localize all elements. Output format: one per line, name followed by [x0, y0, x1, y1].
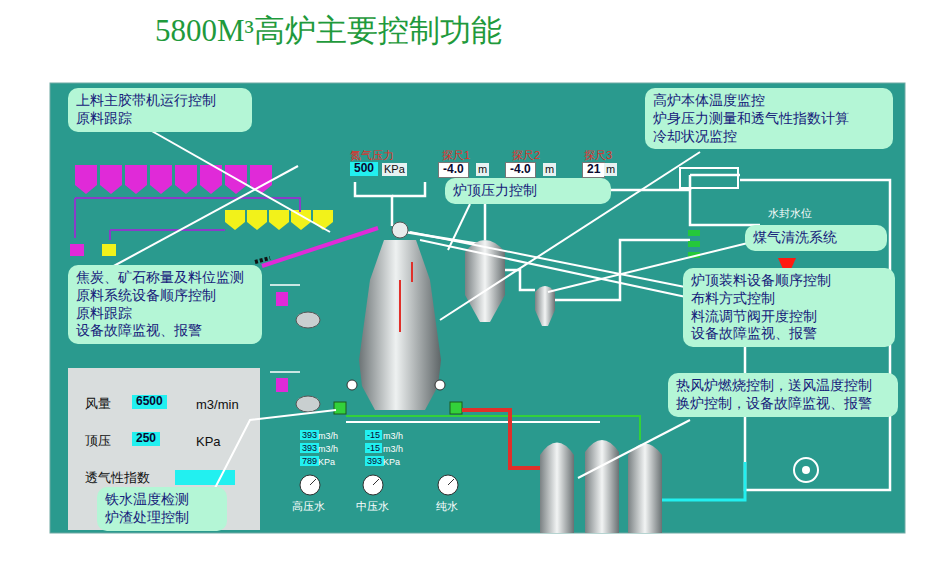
readout-label: 789	[300, 456, 319, 466]
callout-box: 铁水温度检测炉渣处理控制	[97, 487, 227, 531]
readout-label: 透气性指数	[85, 471, 150, 486]
title: 5800M³高炉主要控制功能	[155, 10, 502, 52]
main-belt	[262, 228, 378, 266]
readout-label: -15	[365, 443, 382, 453]
machine-icon	[296, 312, 320, 328]
callout-text: 煤气清洗系统	[753, 229, 879, 247]
readout-label: 探尺1	[442, 149, 470, 162]
readout-label: 水封水位	[768, 207, 812, 220]
callout-box: 煤气清洗系统	[745, 225, 887, 251]
feeder	[255, 258, 270, 262]
feeder-icon	[276, 378, 288, 392]
callout-text: 冷却状况监控	[653, 128, 885, 146]
callout-text: 高炉本体温度监控	[653, 92, 885, 110]
readout-label: 500	[350, 162, 378, 176]
panel-ground	[50, 83, 905, 533]
readout-label: m3/h	[318, 431, 338, 441]
tuyere	[435, 380, 445, 390]
tuyere	[347, 380, 357, 390]
hot-stove	[540, 443, 574, 534]
callout-text: 炉顶装料设备顺序控制	[691, 272, 887, 290]
callout-text: 原料跟踪	[76, 305, 254, 323]
weigh-hopper	[70, 244, 84, 256]
callout-text: 炉顶压力控制	[453, 182, 603, 200]
readout-label: 6500	[132, 395, 167, 409]
callout-text: 设备故障监视、报警	[76, 322, 254, 340]
readout-label: 21	[582, 162, 605, 178]
callout-box: 高炉本体温度监控炉身压力测量和透气性指数计算冷却状况监控	[645, 88, 893, 149]
readout-panel	[68, 368, 260, 530]
callout-box: 上料主胶带机运行控制原料跟踪	[68, 88, 252, 132]
readout-label: m	[604, 163, 617, 176]
readout-label: 中压水	[356, 500, 389, 513]
white-line	[346, 421, 600, 423]
callout-text: 上料主胶带机运行控制	[76, 92, 244, 110]
furnace-top	[392, 222, 408, 238]
readout-label: 高压水	[292, 500, 325, 513]
hot-blast-main	[462, 410, 545, 468]
callout-box: 焦炭、矿石称量及料位监测原料系统设备顺序控制原料跟踪设备故障监视、报警	[68, 265, 262, 344]
readout-label: 风量	[85, 397, 111, 412]
callout-text: 原料系统设备顺序控制	[76, 287, 254, 305]
frame-line	[270, 285, 300, 372]
readout-label: m3/h	[383, 444, 403, 454]
machine-icon	[296, 396, 320, 412]
cyan-line	[648, 462, 745, 500]
callout-text: 布料方式控制	[691, 290, 887, 308]
readout-label: m	[476, 163, 489, 176]
blast-furnace	[359, 240, 441, 410]
callout-box: 炉顶装料设备顺序控制布料方式控制料流调节阀开度控制设备故障监视、报警	[683, 268, 895, 347]
readout-label: 393	[300, 430, 319, 440]
weigh-hopper	[102, 244, 116, 256]
valve-group	[688, 230, 700, 258]
callout-text: 炉身压力测量和透气性指数计算	[653, 110, 885, 128]
hot-stove	[628, 444, 662, 534]
silo-row	[75, 165, 333, 230]
hot-stove	[585, 440, 619, 533]
readout-label: -4.0	[505, 162, 536, 178]
readout-label: m	[543, 163, 556, 176]
gauges	[300, 475, 458, 495]
callout-text: 铁水温度检测	[105, 491, 219, 509]
readout-label: 393	[300, 443, 319, 453]
callout-text: 原料跟踪	[76, 110, 244, 128]
callout-box: 热风炉燃烧控制，送风温度控制换炉控制，设备故障监视、报警	[668, 373, 898, 417]
callout-text: 料流调节阀开度控制	[691, 308, 887, 326]
readout-label: 250	[132, 432, 160, 446]
readout-label: m3/min	[196, 398, 239, 413]
fan-hub	[802, 466, 810, 474]
callout-text: 热风炉燃烧控制，送风温度控制	[676, 377, 890, 395]
taphole	[334, 402, 346, 414]
callout-text: 炉渣处理控制	[105, 509, 219, 527]
callout-text: 设备故障监视、报警	[691, 325, 887, 343]
readout-label: 探尺3	[584, 149, 612, 162]
readout-label: KPa	[382, 163, 407, 176]
chute-lines	[75, 198, 300, 240]
readout-label: m3/h	[383, 431, 403, 441]
value-box	[175, 470, 235, 485]
callout-text: 换炉控制，设备故障监视、报警	[676, 395, 890, 413]
readout-label: 393	[365, 456, 384, 466]
readout-label: KPa	[383, 457, 400, 467]
readout-label: 纯水	[436, 500, 458, 513]
readout-label: -15	[365, 430, 382, 440]
readout-label: m3/h	[318, 444, 338, 454]
readout-label: KPa	[318, 457, 335, 467]
readout-label: 氮气压力	[350, 149, 394, 162]
valve-box	[680, 168, 738, 188]
readout-label: 顶压	[85, 434, 111, 449]
readout-label: 探尺2	[512, 149, 540, 162]
gas-pipes	[355, 175, 890, 490]
callout-box: 炉顶压力控制	[445, 178, 611, 204]
fan	[794, 458, 818, 482]
readout-label: -4.0	[438, 162, 469, 178]
taphole	[450, 402, 462, 414]
readout-label: KPa	[196, 435, 221, 450]
thermo-line	[400, 262, 412, 332]
callout-text: 焦炭、矿石称量及料位监测	[76, 269, 254, 287]
feeder-icon	[276, 292, 288, 306]
